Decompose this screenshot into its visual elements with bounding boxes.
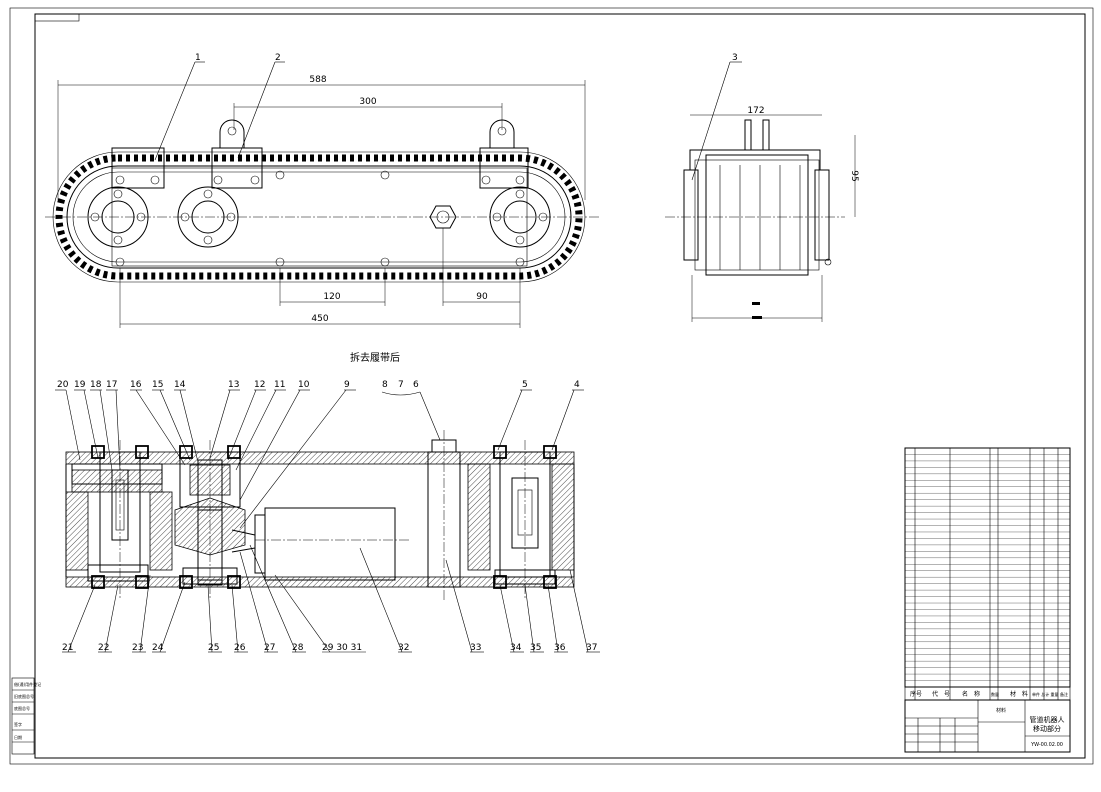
part-label-23: 23 [132,643,143,653]
part-label-28: 28 [292,643,304,653]
part-label-6: 6 [413,380,419,390]
title-block: 材料 管道机器人 移动部分 YW-00.02.00 [904,699,1071,753]
stamp-label-4: 日期 [14,734,22,740]
top-part-leaders: 1 2 3 [154,53,742,181]
part-label-3: 3 [732,53,738,63]
header-weight: 单件 总计 重量 [1032,691,1059,697]
part-label-36: 36 [554,643,566,653]
part-label-11: 11 [274,380,285,390]
part-label-19: 19 [74,380,86,390]
dim-bottom-span-b: 90 [476,292,488,302]
part-label-16: 16 [130,380,142,390]
part-label-24: 24 [152,643,164,653]
section-bottom-leaders: 21 22 23 24 25 26 27 28 29 30 31 32 33 3… [62,544,600,653]
part-label-22: 22 [98,643,109,653]
assembly-name-line1: 管道机器人 [1030,715,1065,724]
assembly-name-line2: 移动部分 [1033,724,1061,733]
header-code: 代 号 [932,690,950,698]
part-label-34: 34 [510,643,522,653]
part-label-9: 9 [344,380,350,390]
header-index: 序号 [910,690,922,698]
header-remark: 备注 [1060,691,1068,697]
part-label-4: 4 [574,380,580,390]
header-material: 材 料 [1010,690,1028,698]
part-label-17: 17 [106,380,117,390]
part-label-12: 12 [254,380,265,390]
side-stamp-strip: 借(通)用件登记 旧底图总号 底图总号 签字 日期 [11,677,41,755]
part-label-7: 7 [398,380,404,390]
section-title: 拆去履带后 [350,351,400,364]
dim-bottom-span-a: 120 [323,292,340,302]
part-label-29-30-31: 29 30 31 [322,643,362,653]
section-view [65,430,575,600]
part-label-35: 35 [530,643,541,653]
front-view-dimensions: 588 300 120 90 450 [57,75,586,328]
dim-lug-span: 300 [359,97,376,107]
dim-side-height: 95 [849,170,859,181]
front-view [45,119,600,283]
part-label-26: 26 [234,643,246,653]
part-label-13: 13 [228,380,239,390]
part-label-5: 5 [522,380,528,390]
part-label-15: 15 [152,380,163,390]
part-label-21: 21 [62,643,73,653]
stamp-label-0: 借(通)用件登记 [14,681,41,687]
dim-overall-length: 588 [309,75,326,85]
part-label-1: 1 [195,53,201,63]
part-label-14: 14 [174,380,186,390]
dim-side-width: 172 [747,106,764,116]
outer-border [9,7,1094,765]
stamp-label-1: 旧底图总号 [14,693,34,699]
part-label-10: 10 [298,380,310,390]
stamp-label-3: 签字 [14,721,22,727]
part-label-27: 27 [264,643,275,653]
part-label-33: 33 [470,643,481,653]
parts-list: 序号 代 号 名 称 数量 材 料 单件 总计 重量 备注 [904,447,1071,701]
stamp-label-2: 底图总号 [14,705,30,711]
part-label-32: 32 [398,643,409,653]
part-label-37: 37 [586,643,597,653]
corner-stamp-box [34,13,80,22]
title-material-cell: 材料 [996,707,1006,714]
part-label-20: 20 [57,380,69,390]
part-label-2: 2 [275,53,281,63]
header-name: 名 称 [962,690,980,698]
part-label-18: 18 [90,380,102,390]
part-label-8: 8 [382,380,388,390]
drawing-number: YW-00.02.00 [1030,742,1063,748]
side-view: 172 95 [665,106,859,322]
section-top-leaders: 20 19 18 17 16 15 14 13 12 11 10 9 8 7 6… [55,380,584,529]
inner-border [34,13,1086,759]
dim-wheel-span: 450 [311,314,328,324]
part-label-25: 25 [208,643,219,653]
header-qty: 数量 [991,691,999,697]
